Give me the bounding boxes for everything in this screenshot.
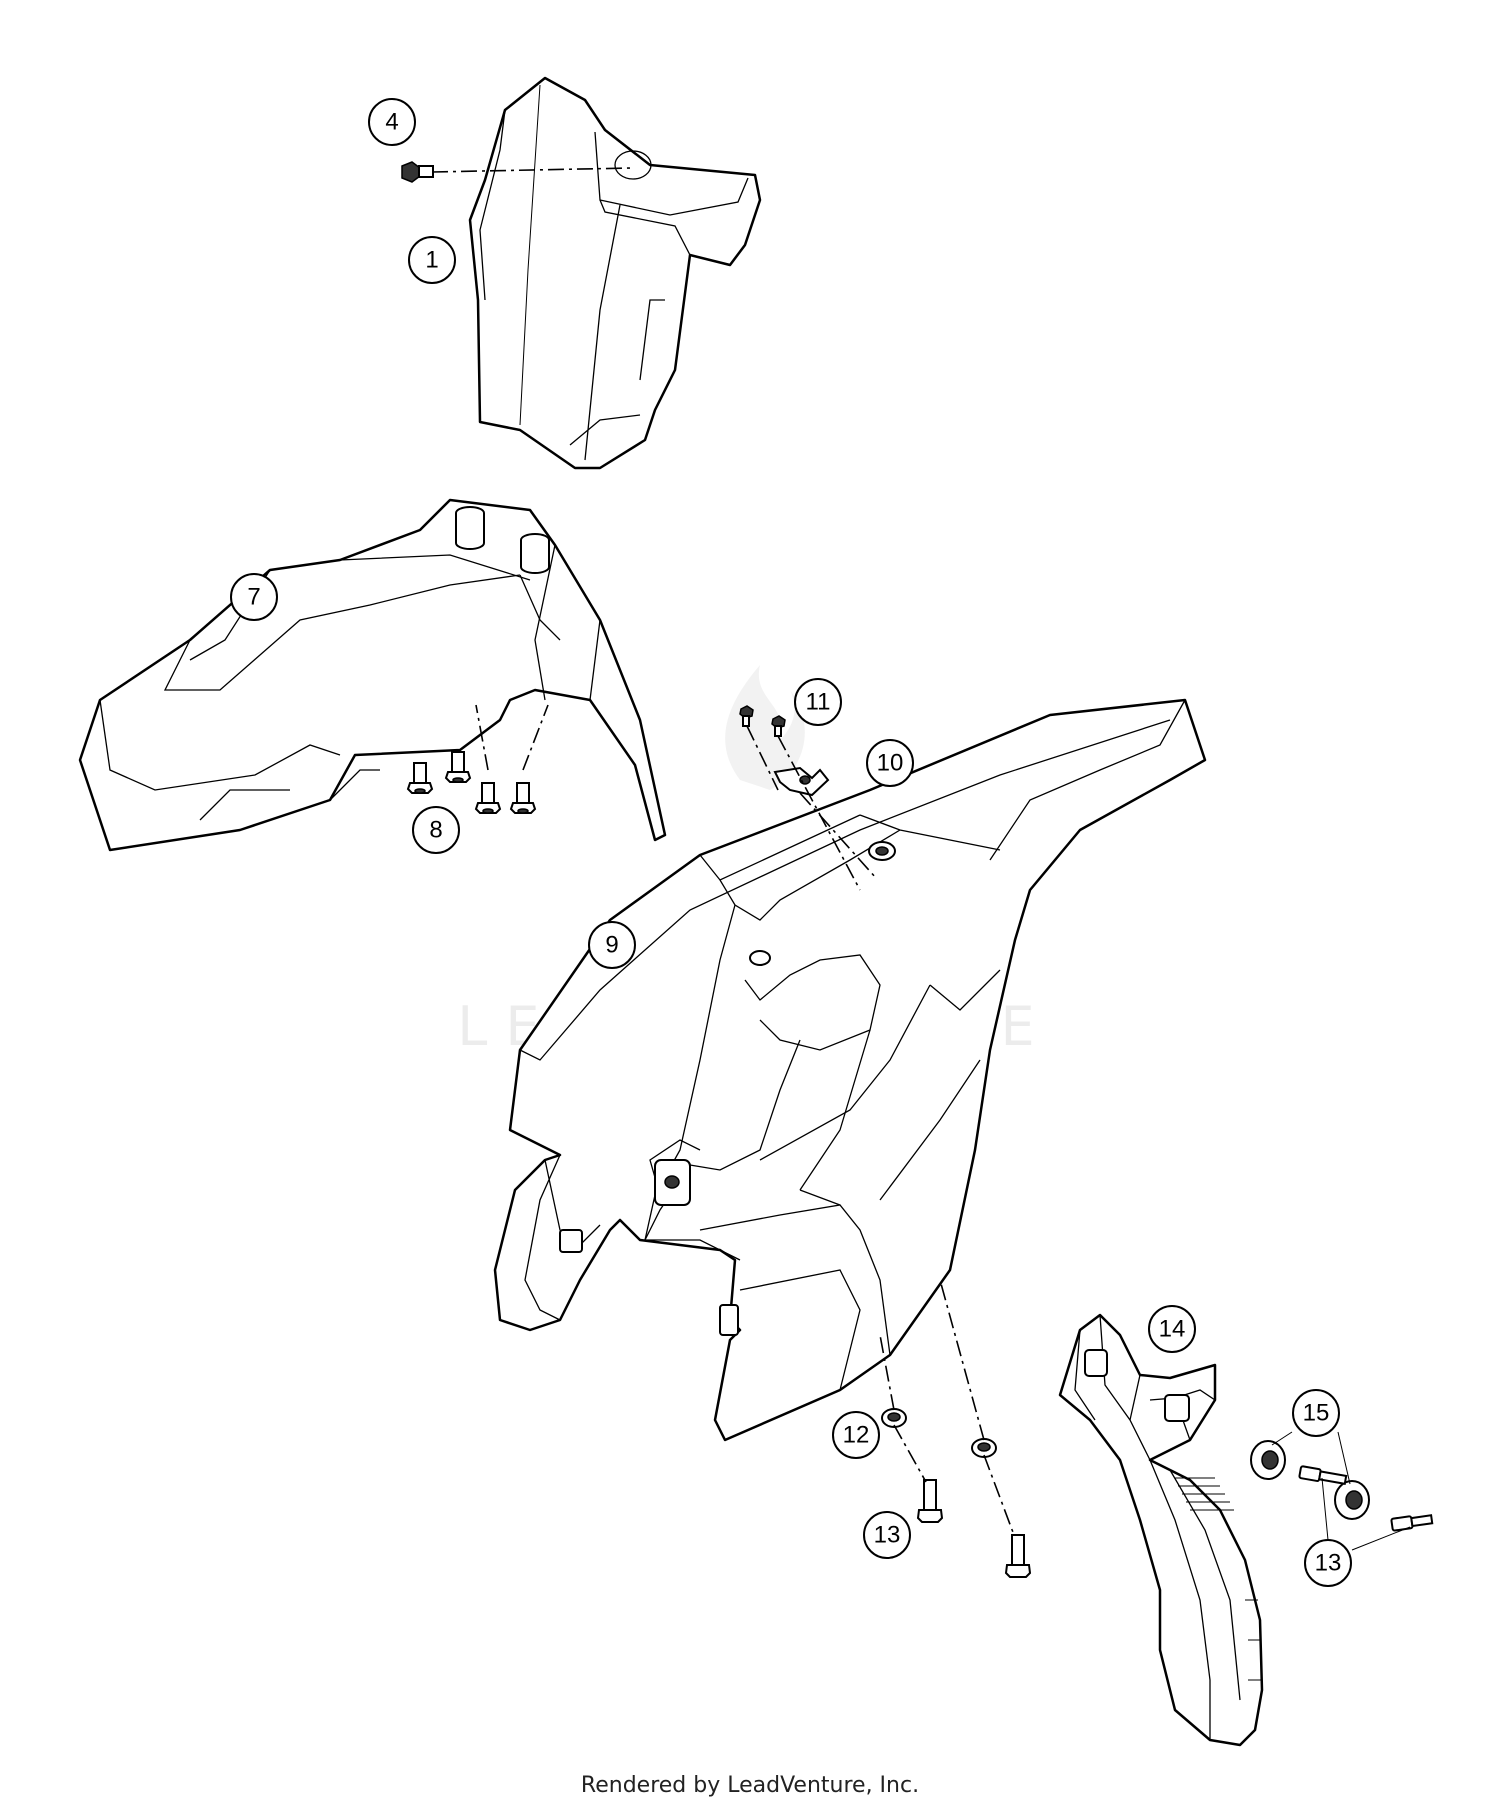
callout-14: 14 [1148,1305,1196,1353]
side-bracket-part [1058,1313,1264,1747]
svg-text:8: 8 [429,817,442,844]
callout-7: 7 [230,573,278,621]
svg-text:11: 11 [806,689,831,716]
svg-text:4: 4 [385,109,398,136]
callout-13-left: 13 [863,1511,911,1559]
callout-4: 4 [368,98,416,146]
callout-10: 10 [866,739,914,787]
svg-text:15: 15 [1303,1400,1330,1427]
svg-text:14: 14 [1159,1316,1186,1343]
callout-13-right: 13 [1304,1539,1352,1587]
screws-item-11 [739,705,786,737]
front-fender-part [78,498,667,852]
svg-text:13: 13 [874,1522,901,1549]
svg-text:13: 13 [1315,1550,1342,1577]
callout-8: 8 [412,806,460,854]
bolts-item-13 [916,1479,1032,1578]
callout-12: 12 [832,1411,880,1459]
hardware [401,161,1434,1578]
washers-item-12 [881,1408,997,1458]
leader-lines [431,167,1411,1551]
svg-text:1: 1 [425,247,438,274]
callout-15: 15 [1292,1389,1340,1437]
rear-fender-part [493,698,1207,1442]
number-plate-part [468,76,762,470]
callout-9: 9 [588,921,636,969]
svg-text:7: 7 [247,584,260,611]
grommets-item-15 [1250,1440,1370,1520]
svg-text:9: 9 [605,932,618,959]
callout-1: 1 [408,236,456,284]
svg-text:10: 10 [877,750,904,777]
svg-text:12: 12 [843,1422,870,1449]
callout-11: 11 [794,678,842,726]
screws-item-8 [406,751,537,814]
footer-credit: Rendered by LeadVenture, Inc. [580,1773,920,1798]
screw-item-4 [401,161,434,183]
bolts-item-13-right [1298,1465,1434,1532]
